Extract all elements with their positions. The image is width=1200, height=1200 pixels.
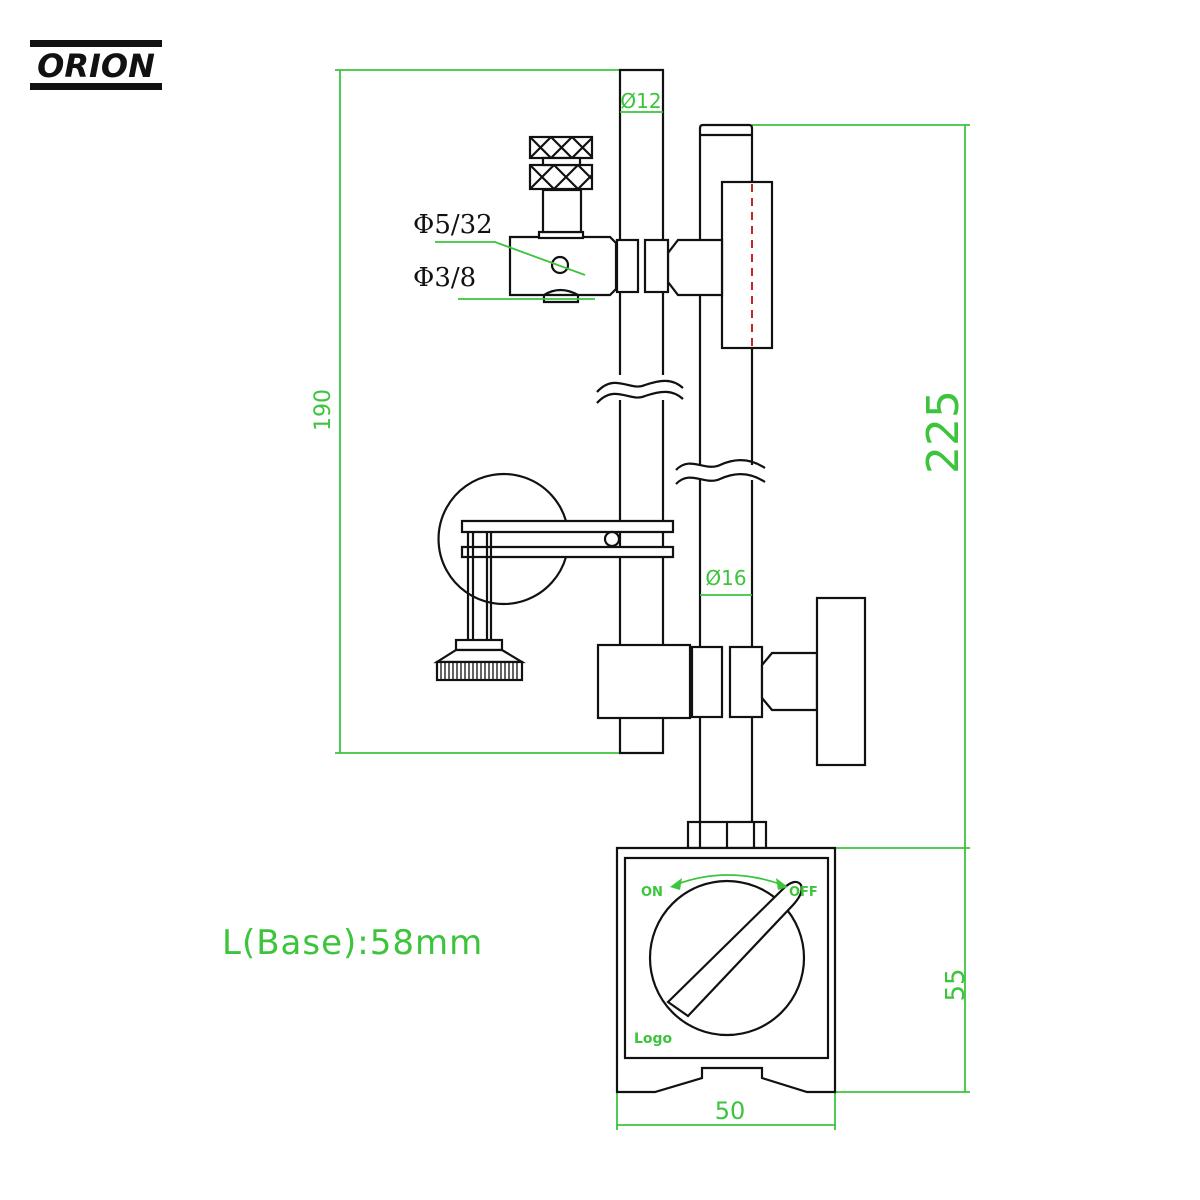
dimension-225: 225 (752, 124, 970, 848)
dimension-50: 50 (616, 1092, 836, 1130)
hole (550, 255, 570, 275)
base-width-label: 50 (715, 1097, 746, 1125)
lower-clamp (596, 596, 867, 767)
rod-small-diameter-label: Ø12 (620, 89, 661, 113)
knurled-knob (528, 135, 594, 191)
rod-large-diameter-label: Ø16 (705, 566, 746, 590)
orion-logo: ORION (30, 40, 162, 90)
upper-clamp (508, 135, 774, 350)
magnetic-base: ON OFF Logo (615, 846, 837, 1094)
hole-small-label: Φ5/32 (413, 210, 493, 240)
dimension-190: 190 (311, 69, 620, 754)
height-small-label: 190 (311, 389, 336, 431)
hole-large-label: Φ3/8 (413, 263, 476, 293)
height-large-label: 225 (918, 390, 969, 474)
dial-indicator (433, 472, 675, 682)
switch-on-label: ON (641, 885, 663, 900)
base-length-label: L(Base):58mm (222, 923, 483, 963)
switch-lever[interactable] (666, 880, 803, 1018)
base-height-label: 55 (941, 968, 971, 1001)
logo-placeholder-label: Logo (634, 1031, 673, 1047)
switch-dial[interactable] (648, 879, 806, 1037)
clamp-knob (815, 596, 867, 767)
rod-12 (596, 68, 684, 755)
dimension-55: 55 (835, 847, 971, 1093)
switch-off-label: OFF (789, 885, 818, 900)
logo-text: ORION (37, 47, 155, 85)
